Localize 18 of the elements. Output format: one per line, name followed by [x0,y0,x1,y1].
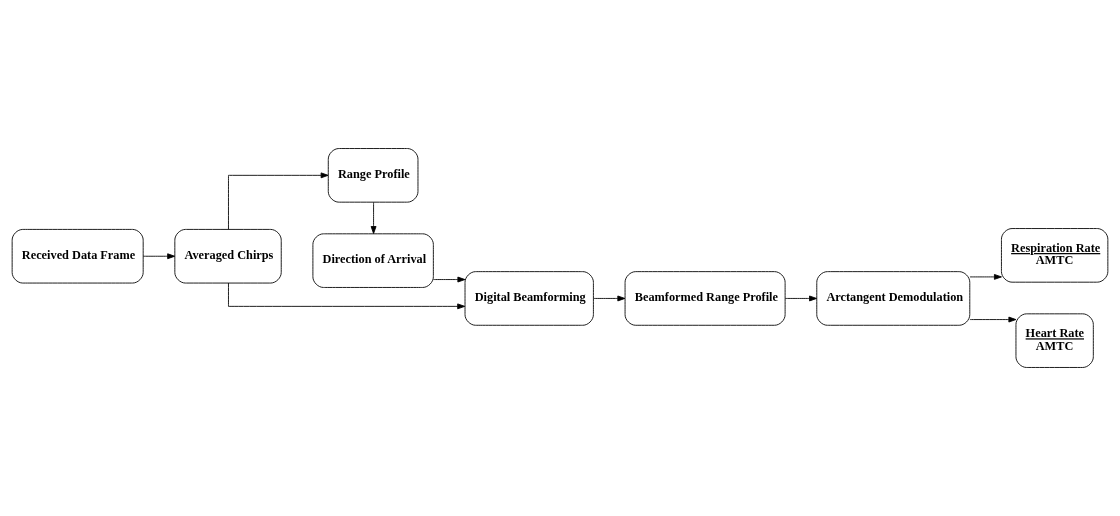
arrow [228,282,466,310]
node-box: Arctangent Demodulation [816,271,971,326]
arrow [370,201,377,234]
node-box: Respiration Rate AMTC [1001,228,1109,283]
node-box: Direction of Arrival [312,233,434,288]
arrow [142,253,176,260]
node-box: Averaged Chirps [174,229,282,284]
arrow [784,295,817,302]
arrow [969,274,1002,280]
arrow [433,276,466,283]
node-box: Received Data Frame [11,229,144,284]
arrow [593,295,626,302]
node-box: Range Profile [327,148,419,203]
arrow [228,172,329,230]
node-box: Heart Rate AMTC [1015,313,1094,368]
node-box: Digital Beamforming [464,271,594,326]
arrow [969,316,1017,323]
node-box: Beamformed Range Profile [624,271,786,326]
